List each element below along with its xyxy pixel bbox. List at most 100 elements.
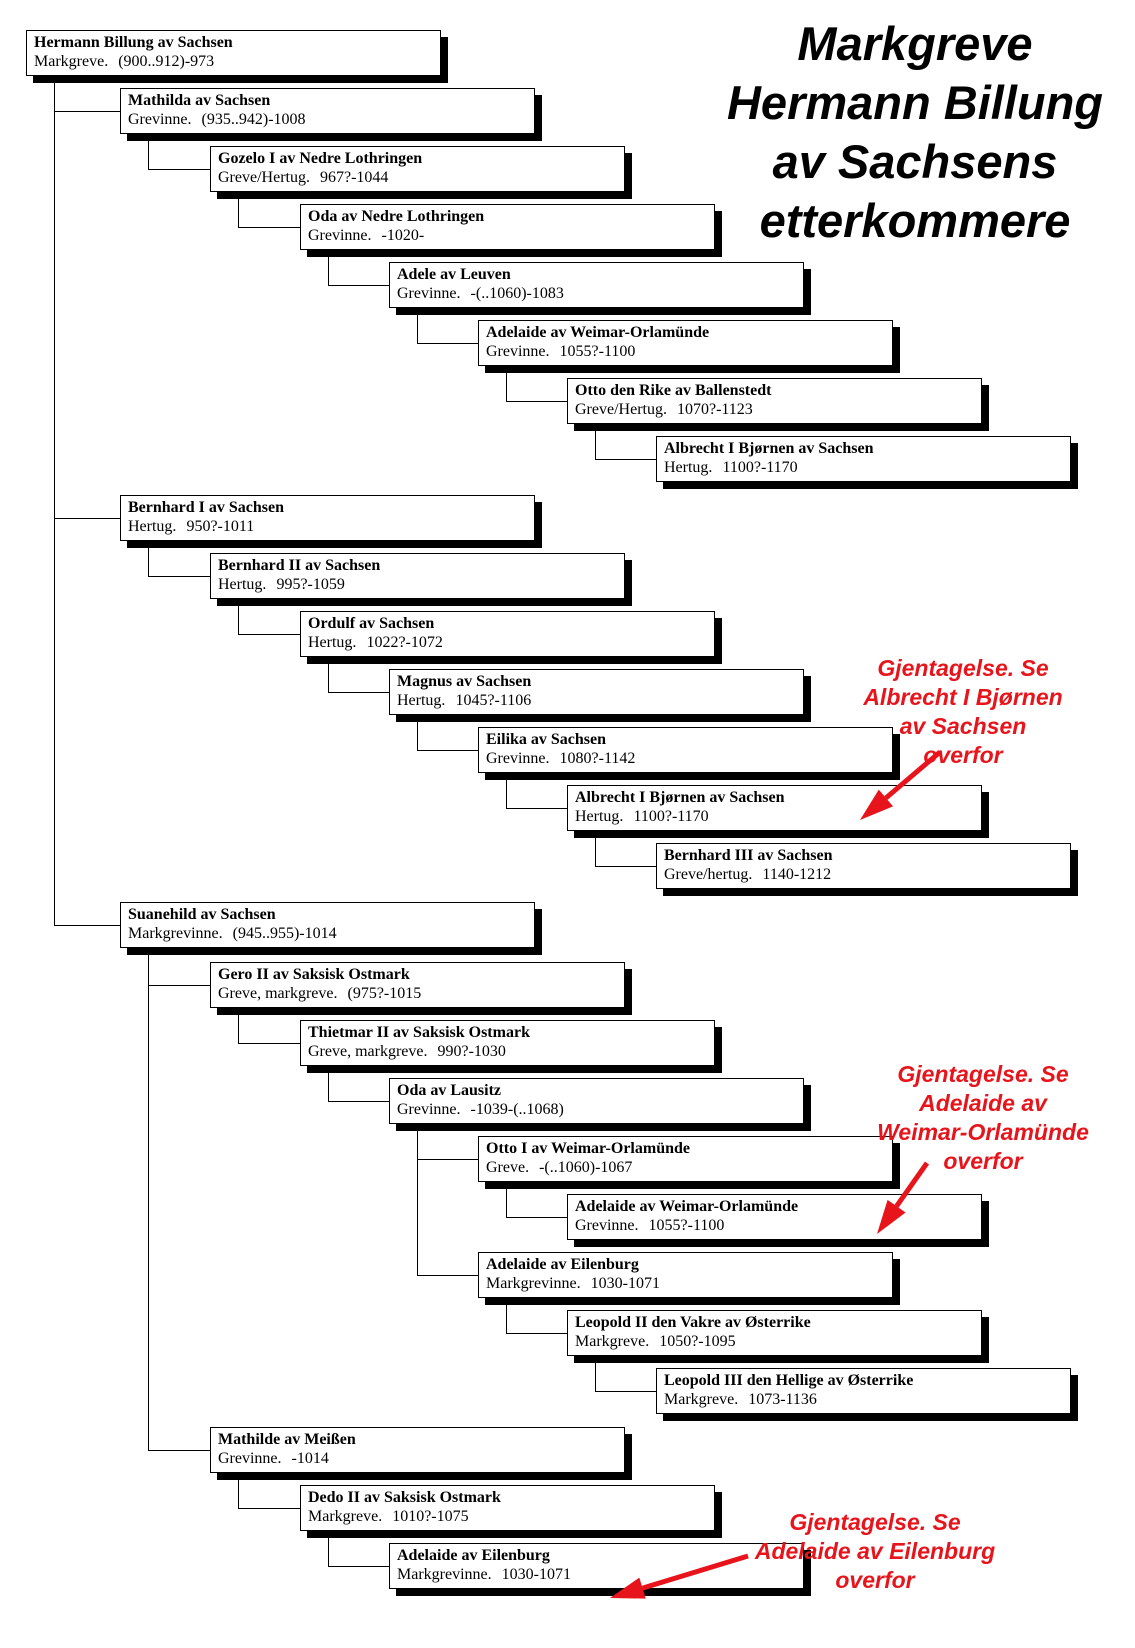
person-years: 1030-1071: [590, 1275, 660, 1292]
person-info: Greve, markgreve. (975?-1015: [218, 984, 624, 1003]
title-line: Hermann Billung: [726, 76, 1104, 129]
person-name: Albrecht I Bjørnen av Sachsen: [664, 440, 874, 457]
person-role: Greve, markgreve.: [218, 985, 338, 1002]
person-years: 1100?-1170: [633, 808, 709, 825]
page-title: Markgreve Hermann Billung av Sachsens et…: [705, 14, 1125, 250]
person-name: Eilika av Sachsen: [486, 731, 607, 748]
repeat-note-adelaide-eilenburg: Gjentagelse. Se Adelaide av Eilenburg ov…: [750, 1508, 1000, 1595]
person-role: Hertug.: [664, 459, 713, 476]
person-years: 967?-1044: [319, 169, 389, 186]
title-line: av Sachsens: [772, 135, 1058, 188]
note-line: Adelaide av Eilenburg: [754, 1538, 996, 1564]
person-role: Greve.: [486, 1159, 530, 1176]
person-years: (975?-1015: [347, 985, 422, 1002]
person-info: Markgrevinne. 1030-1071: [486, 1274, 892, 1293]
note-line: overfor: [923, 742, 1003, 768]
person-name: Bernhard I av Sachsen: [128, 499, 285, 516]
person-info: Grevinne.-(..1060)-1083: [397, 284, 803, 303]
person-role: Markgrevinne.: [486, 1275, 581, 1292]
person-role: Hertug.: [397, 692, 446, 709]
person-years: 1080?-1142: [559, 750, 636, 767]
person-years: 990?-1030: [437, 1043, 506, 1060]
person-role: Grevinne.: [218, 1450, 282, 1467]
person-info: Grevinne.-1039-(..1068): [397, 1100, 803, 1119]
person-role: Grevinne.: [575, 1217, 639, 1234]
person-years: -(..1060)-1067: [539, 1159, 633, 1176]
person-role: Hertug.: [128, 518, 177, 535]
person-info: Greve, markgreve. 990?-1030: [308, 1042, 714, 1061]
person-role: Greve, markgreve.: [308, 1043, 428, 1060]
person-info: Greve/Hertug.1070?-1123: [575, 400, 981, 419]
note-line: av Sachsen: [899, 713, 1027, 739]
person-name: Suanehild av Sachsen: [128, 906, 276, 923]
person-role: Hertug.: [308, 634, 357, 651]
person-years: 1073-1136: [748, 1391, 817, 1408]
person-years: -1020-: [381, 227, 425, 244]
person-info: Hertug. 1045?-1106: [397, 691, 803, 710]
person-info: Greve. -(..1060)-1067: [486, 1158, 892, 1177]
note-line: Weimar-Orlamünde: [877, 1119, 1089, 1145]
title-line: Markgreve: [797, 17, 1033, 70]
person-years: 1010?-1075: [392, 1508, 469, 1525]
person-info: Hertug.950?-1011: [128, 517, 534, 536]
person-name: Adelaide av Eilenburg: [486, 1256, 639, 1273]
repeat-note-albrecht: Gjentagelse. Se Albrecht I Bjørnen av Sa…: [858, 654, 1068, 770]
repeat-note-adelaide-weimar: Gjentagelse. Se Adelaide av Weimar-Orlam…: [868, 1060, 1098, 1176]
person-info: Markgrevinne.(945..955)-1014: [128, 924, 534, 943]
person-name: Leopold II den Vakre av Østerrike: [575, 1314, 811, 1331]
person-info: Grevinne.(935..942)-1008: [128, 110, 534, 129]
person-info: Grevinne.1080?-1142: [486, 749, 892, 768]
person-years: 995?-1059: [276, 576, 345, 593]
person-info: Markgreve.(900..912)-973: [34, 52, 440, 71]
person-info: Grevinne.-1014: [218, 1449, 624, 1468]
note-line: Albrecht I Bjørnen: [863, 684, 1063, 710]
person-years: 1050?-1095: [659, 1333, 736, 1350]
person-years: (945..955)-1014: [232, 925, 337, 942]
note-line: overfor: [835, 1567, 915, 1593]
person-years: 1045?-1106: [455, 692, 532, 709]
person-role: Grevinne.: [397, 1101, 461, 1118]
person-name: Bernhard II av Sachsen: [218, 557, 381, 574]
person-name: Bernhard III av Sachsen: [664, 847, 833, 864]
person-years: 1100?-1170: [722, 459, 798, 476]
note-line: Gjentagelse. Se: [789, 1509, 961, 1535]
person-name: Adelaide av Weimar-Orlamünde: [486, 324, 710, 341]
person-role: Greve/hertug.: [664, 866, 753, 883]
person-info: Grevinne.1055?-1100: [575, 1216, 981, 1235]
person-years: (935..942)-1008: [201, 111, 306, 128]
person-role: Greve/Hertug.: [575, 401, 667, 418]
person-years: -(..1060)-1083: [470, 285, 564, 302]
person-info: Hertug.1022?-1072: [308, 633, 714, 652]
person-info: Markgreve.1010?-1075: [308, 1507, 714, 1526]
person-name: Magnus av Sachsen: [397, 673, 532, 690]
person-name: Albrecht I Bjørnen av Sachsen: [575, 789, 785, 806]
person-info: Greve/hertug.1140-1212: [664, 865, 1070, 884]
person-name: Ordulf av Sachsen: [308, 615, 435, 632]
person-role: Grevinne.: [308, 227, 372, 244]
person-name: Leopold III den Hellige av Østerrike: [664, 1372, 914, 1389]
person-years: 1030-1071: [501, 1566, 571, 1583]
